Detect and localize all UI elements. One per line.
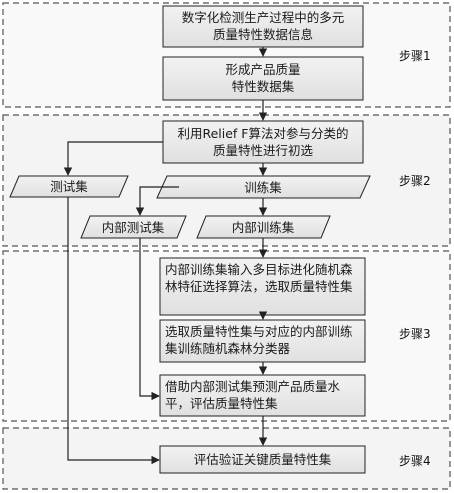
step1-label: 步骤1 bbox=[399, 49, 431, 63]
collect-data-box bbox=[162, 5, 364, 48]
arrow-train-to-inner-test bbox=[135, 186, 179, 216]
dataset-box bbox=[162, 56, 364, 101]
select-algorithm-box bbox=[159, 257, 366, 316]
test-set-shape bbox=[9, 175, 129, 198]
train-set-shape bbox=[156, 175, 371, 199]
step3-label: 步骤3 bbox=[399, 327, 431, 341]
arrow-relief-to-test bbox=[63, 141, 163, 176]
predict-eval-box bbox=[159, 374, 366, 417]
step2-label: 步骤2 bbox=[399, 174, 431, 188]
arrow-test-to-final bbox=[67, 197, 160, 465]
inner-test-set-shape bbox=[80, 215, 187, 239]
train-rf-box bbox=[159, 319, 366, 363]
step4-label: 步骤4 bbox=[399, 454, 431, 468]
inner-train-set-shape bbox=[196, 215, 331, 239]
arrow-inner-test-to-predict bbox=[139, 238, 160, 401]
final-eval-box bbox=[159, 445, 366, 474]
relief-box bbox=[162, 120, 364, 164]
